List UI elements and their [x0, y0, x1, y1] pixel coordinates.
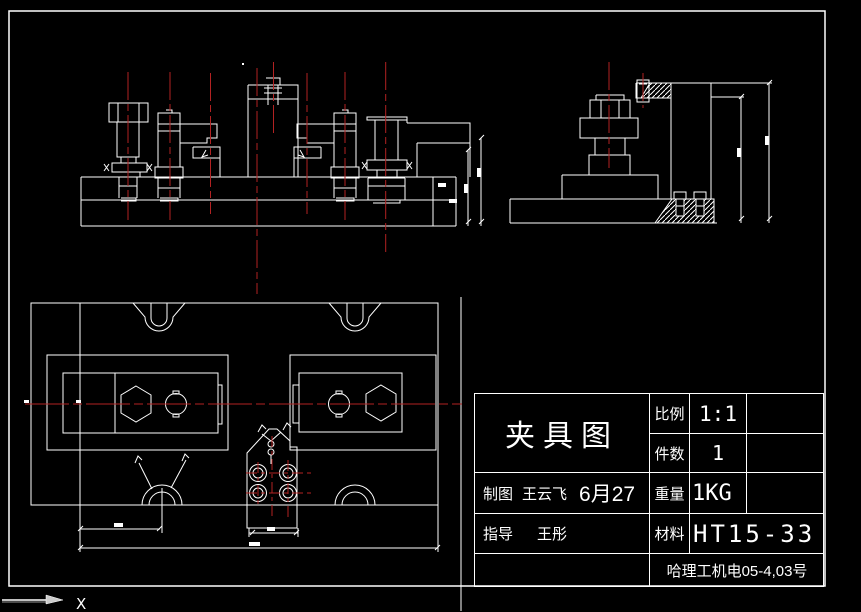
- empty-cell: [747, 394, 824, 434]
- weight-label: 重量: [650, 473, 690, 514]
- finish-leaders: [134, 453, 190, 490]
- scale-label: 比例: [650, 394, 690, 434]
- drawn-date: 6月27: [579, 483, 636, 506]
- right-pocket: [289, 354, 437, 451]
- title-block: 夹具图 比例 1:1 件数 1 制图 王云飞 6月27 重量 1KG 指导 王彤…: [474, 393, 824, 587]
- drawn-by-label: 制图: [483, 485, 514, 503]
- top-notch-right: [328, 302, 382, 332]
- side-dim-lines: [711, 79, 773, 223]
- drawing-frame: [8, 10, 826, 587]
- plan-view: [30, 297, 462, 611]
- drawing-title: 夹具图: [505, 420, 619, 453]
- pedestal-stack: [561, 94, 659, 199]
- plan-dim-lines: [77, 488, 441, 552]
- bottom-notch-right: [334, 484, 376, 506]
- organization-value: 哈理工机电05-4,03号: [666, 562, 808, 580]
- drawn-by-name: 王云飞: [522, 485, 568, 503]
- advisor-cell: 指导 王彤: [475, 514, 650, 554]
- hex-bolt-right: [365, 384, 397, 422]
- dimension-text-marks: [24, 63, 769, 546]
- side-view: [509, 79, 773, 224]
- ucs-x-label: X: [76, 595, 87, 612]
- material-label: 材料: [650, 514, 690, 554]
- left-pocket: [46, 354, 229, 451]
- foot-bolts: [673, 191, 707, 217]
- side-column: [635, 82, 712, 199]
- empty-cell: [475, 554, 650, 586]
- left-clamp-stud: [154, 109, 218, 202]
- right-angle-plate: [406, 117, 471, 177]
- weight-value: 1KG: [690, 473, 747, 514]
- drawn-by-cell: 制图 王云飞 6月27: [475, 473, 650, 514]
- scale-value: 1:1: [690, 394, 747, 434]
- arm-hatch: [640, 82, 672, 99]
- column-side-bolt: [264, 77, 282, 105]
- right-spring-washer: [361, 161, 413, 170]
- hex-bolt-left: [120, 385, 152, 423]
- quantity-value: 1: [690, 434, 747, 473]
- centerlines: [25, 62, 644, 521]
- left-spring-washer: [103, 163, 153, 172]
- left-locator-bracket: [192, 146, 221, 177]
- right-bolt: [366, 116, 408, 204]
- datum-symbols: [257, 422, 292, 464]
- base-plate: [80, 176, 457, 227]
- material-value: HT15-33: [690, 514, 824, 554]
- advisor-name: 王彤: [537, 526, 568, 543]
- right-clamp-stud: [296, 109, 360, 202]
- empty-cell: [747, 434, 824, 473]
- drawing-title-cell: 夹具图: [475, 394, 650, 473]
- quantity-label: 件数: [650, 434, 690, 473]
- ucs-x-axis-icon: [2, 594, 64, 605]
- side-base: [509, 198, 717, 224]
- right-locator-bracket: [293, 146, 322, 177]
- front-view: [80, 77, 485, 227]
- top-notch-left: [132, 302, 186, 332]
- advisor-label: 指导: [483, 526, 514, 543]
- front-dim-lines: [465, 134, 485, 226]
- empty-cell: [747, 473, 824, 514]
- left-bolt: [108, 102, 149, 202]
